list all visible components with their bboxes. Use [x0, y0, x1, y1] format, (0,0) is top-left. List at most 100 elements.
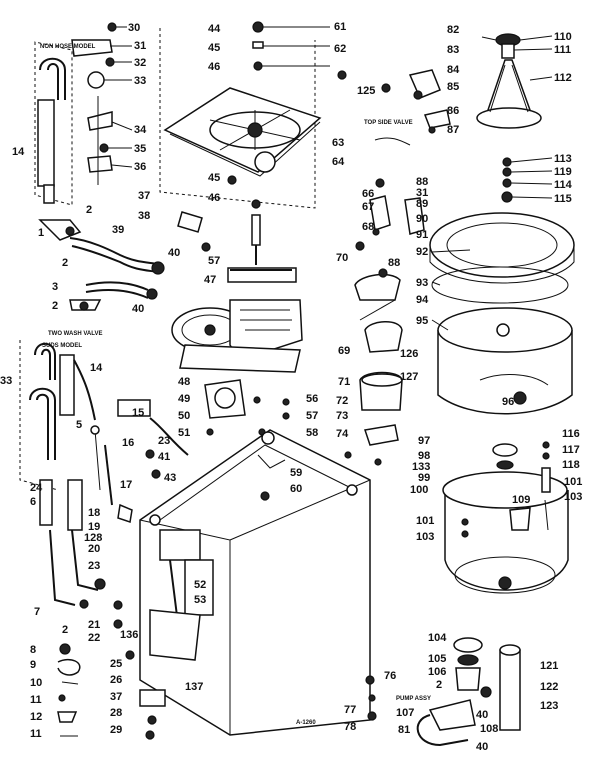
callout-23b: 23 [88, 560, 100, 572]
callout-106: 106 [428, 666, 446, 678]
callout-45b: 45 [208, 172, 220, 184]
diagram-notes: NON HOSE MODEL TWO WASH VALVE SUDS MODEL… [40, 44, 431, 726]
note-non-hose-model: NON HOSE MODEL [40, 44, 96, 50]
callout-62: 62 [334, 43, 346, 55]
callout-107: 107 [396, 707, 414, 719]
callout-6: 6 [30, 496, 36, 508]
callout-7: 7 [34, 606, 40, 618]
diagram-code: A-1260 [296, 720, 316, 726]
callout-101a: 101 [564, 476, 582, 488]
callout-20: 20 [88, 543, 100, 555]
agitator-assembly [476, 33, 542, 203]
callout-76: 76 [384, 670, 396, 682]
callout-136: 136 [120, 629, 138, 641]
callout-69: 69 [338, 345, 350, 357]
suds-hose-group [29, 342, 106, 609]
callout-35: 35 [134, 143, 146, 155]
callout-46b: 46 [208, 192, 220, 204]
callout-60: 60 [290, 483, 302, 495]
callout-86: 86 [447, 105, 459, 117]
callout-74: 74 [336, 428, 349, 440]
callout-41: 41 [158, 451, 170, 463]
callout-91: 91 [416, 229, 428, 241]
callout-70: 70 [336, 252, 348, 264]
callout-109: 109 [512, 494, 530, 506]
callout-89: 89 [416, 198, 428, 210]
callout-105: 105 [428, 653, 446, 665]
callout-52: 52 [194, 579, 206, 591]
callout-40d: 40 [476, 741, 488, 753]
callout-81: 81 [398, 724, 410, 736]
callout-53: 53 [194, 594, 206, 606]
callout-77: 77 [344, 704, 356, 716]
callout-101b: 101 [416, 515, 434, 527]
callout-112: 112 [554, 72, 572, 84]
transmission-assembly [171, 267, 303, 436]
callout-29: 29 [110, 724, 122, 736]
callout-8: 8 [30, 644, 36, 656]
callout-71: 71 [338, 376, 350, 388]
callout-103a: 103 [564, 491, 582, 503]
callout-104: 104 [428, 632, 447, 644]
callout-85: 85 [447, 81, 459, 93]
callout-88a: 88 [416, 176, 428, 188]
callout-3: 3 [52, 281, 58, 293]
callout-125: 125 [357, 85, 375, 97]
callout-32: 32 [134, 57, 146, 69]
callout-119: 119 [554, 166, 572, 178]
callout-58: 58 [306, 427, 318, 439]
callout-122: 122 [540, 681, 558, 693]
callout-36: 36 [134, 161, 146, 173]
callout-39: 39 [112, 224, 124, 236]
callout-40a: 40 [168, 247, 180, 259]
callout-49: 49 [178, 393, 190, 405]
callout-5: 5 [76, 419, 82, 431]
callout-96: 96 [502, 396, 514, 408]
callout-43: 43 [164, 472, 176, 484]
tub-assembly [429, 212, 575, 415]
callout-33b: 33 [0, 375, 12, 387]
callout-31b: 31 [416, 187, 428, 199]
callout-10: 10 [30, 677, 42, 689]
basket-mount-assembly [442, 441, 569, 594]
callout-84: 84 [447, 64, 460, 76]
callout-38: 38 [138, 210, 150, 222]
callout-37a: 37 [138, 190, 150, 202]
callout-2a: 2 [86, 204, 92, 216]
callout-9: 9 [30, 659, 36, 671]
callout-34: 34 [134, 124, 147, 136]
note-suds-model: SUDS MODEL [42, 343, 82, 349]
callout-87: 87 [447, 124, 459, 136]
callout-66: 66 [362, 188, 374, 200]
callout-97: 97 [418, 435, 430, 447]
callout-93: 93 [416, 277, 428, 289]
callout-25: 25 [110, 658, 122, 670]
callout-117: 117 [562, 444, 580, 456]
callout-100: 100 [410, 484, 428, 496]
callout-59: 59 [290, 467, 302, 479]
base-frame-assembly [163, 21, 347, 265]
callout-108: 108 [480, 723, 498, 735]
note-top-side-valve: TOP SIDE VALVE [364, 120, 413, 126]
callout-16: 16 [122, 437, 134, 449]
callout-82: 82 [447, 24, 459, 36]
callout-114: 114 [554, 179, 573, 191]
callout-72: 72 [336, 395, 348, 407]
callout-88b: 88 [388, 257, 400, 269]
callout-44: 44 [208, 23, 221, 35]
callout-2e: 2 [436, 679, 442, 691]
callout-127: 127 [400, 371, 418, 383]
callout-2c: 2 [52, 300, 58, 312]
callout-61: 61 [334, 21, 346, 33]
callout-47: 47 [204, 274, 216, 286]
callout-67: 67 [362, 201, 374, 213]
callout-2b: 2 [62, 257, 68, 269]
callout-121: 121 [540, 660, 558, 672]
callout-18: 18 [88, 507, 100, 519]
pump-assembly [365, 637, 521, 747]
callout-92: 92 [416, 246, 428, 258]
callout-126: 126 [400, 348, 418, 360]
callout-73: 73 [336, 410, 348, 422]
callout-133: 133 [412, 461, 430, 473]
